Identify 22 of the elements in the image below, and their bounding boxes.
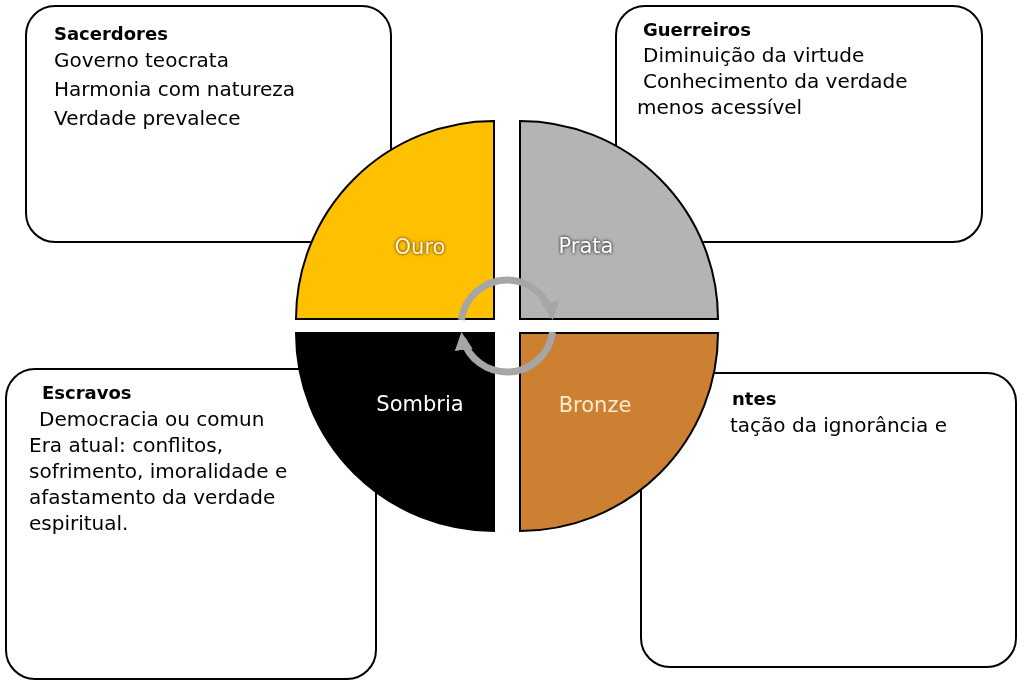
text-panel xyxy=(615,5,983,243)
text-panel xyxy=(640,372,1017,668)
segment-label: Ouro xyxy=(394,235,446,259)
curved-arrow xyxy=(456,331,557,376)
panel-text: Harmonia com natureza xyxy=(54,76,296,102)
panel-text: Diminuição da virtude xyxy=(643,42,865,68)
panel-text: Governo teocrata xyxy=(54,47,229,73)
segment-label: Bronze xyxy=(558,393,632,417)
text-panel xyxy=(5,368,377,680)
panel-text: tação da ignorância e xyxy=(730,412,948,438)
panel-heading: ntes xyxy=(732,387,777,411)
panel-text: Era atual: conflitos, sofrimento, imoralidade e afastamento da verdade espiritual. xyxy=(29,432,289,536)
panel-heading: Sacerdores xyxy=(54,22,168,46)
panel-heading: Escravos xyxy=(42,381,132,405)
text-panel xyxy=(25,5,392,243)
panel-text: Democracia ou comun xyxy=(39,406,265,432)
panel-text: Verdade prevalece xyxy=(54,105,241,131)
panel-heading: Guerreiros xyxy=(643,18,751,42)
segment-label: Sombria xyxy=(376,392,464,416)
curved-arrow xyxy=(457,276,558,321)
segment-label: Prata xyxy=(558,234,614,258)
panel-text: Conhecimento da verdade menos acessível xyxy=(637,68,909,120)
